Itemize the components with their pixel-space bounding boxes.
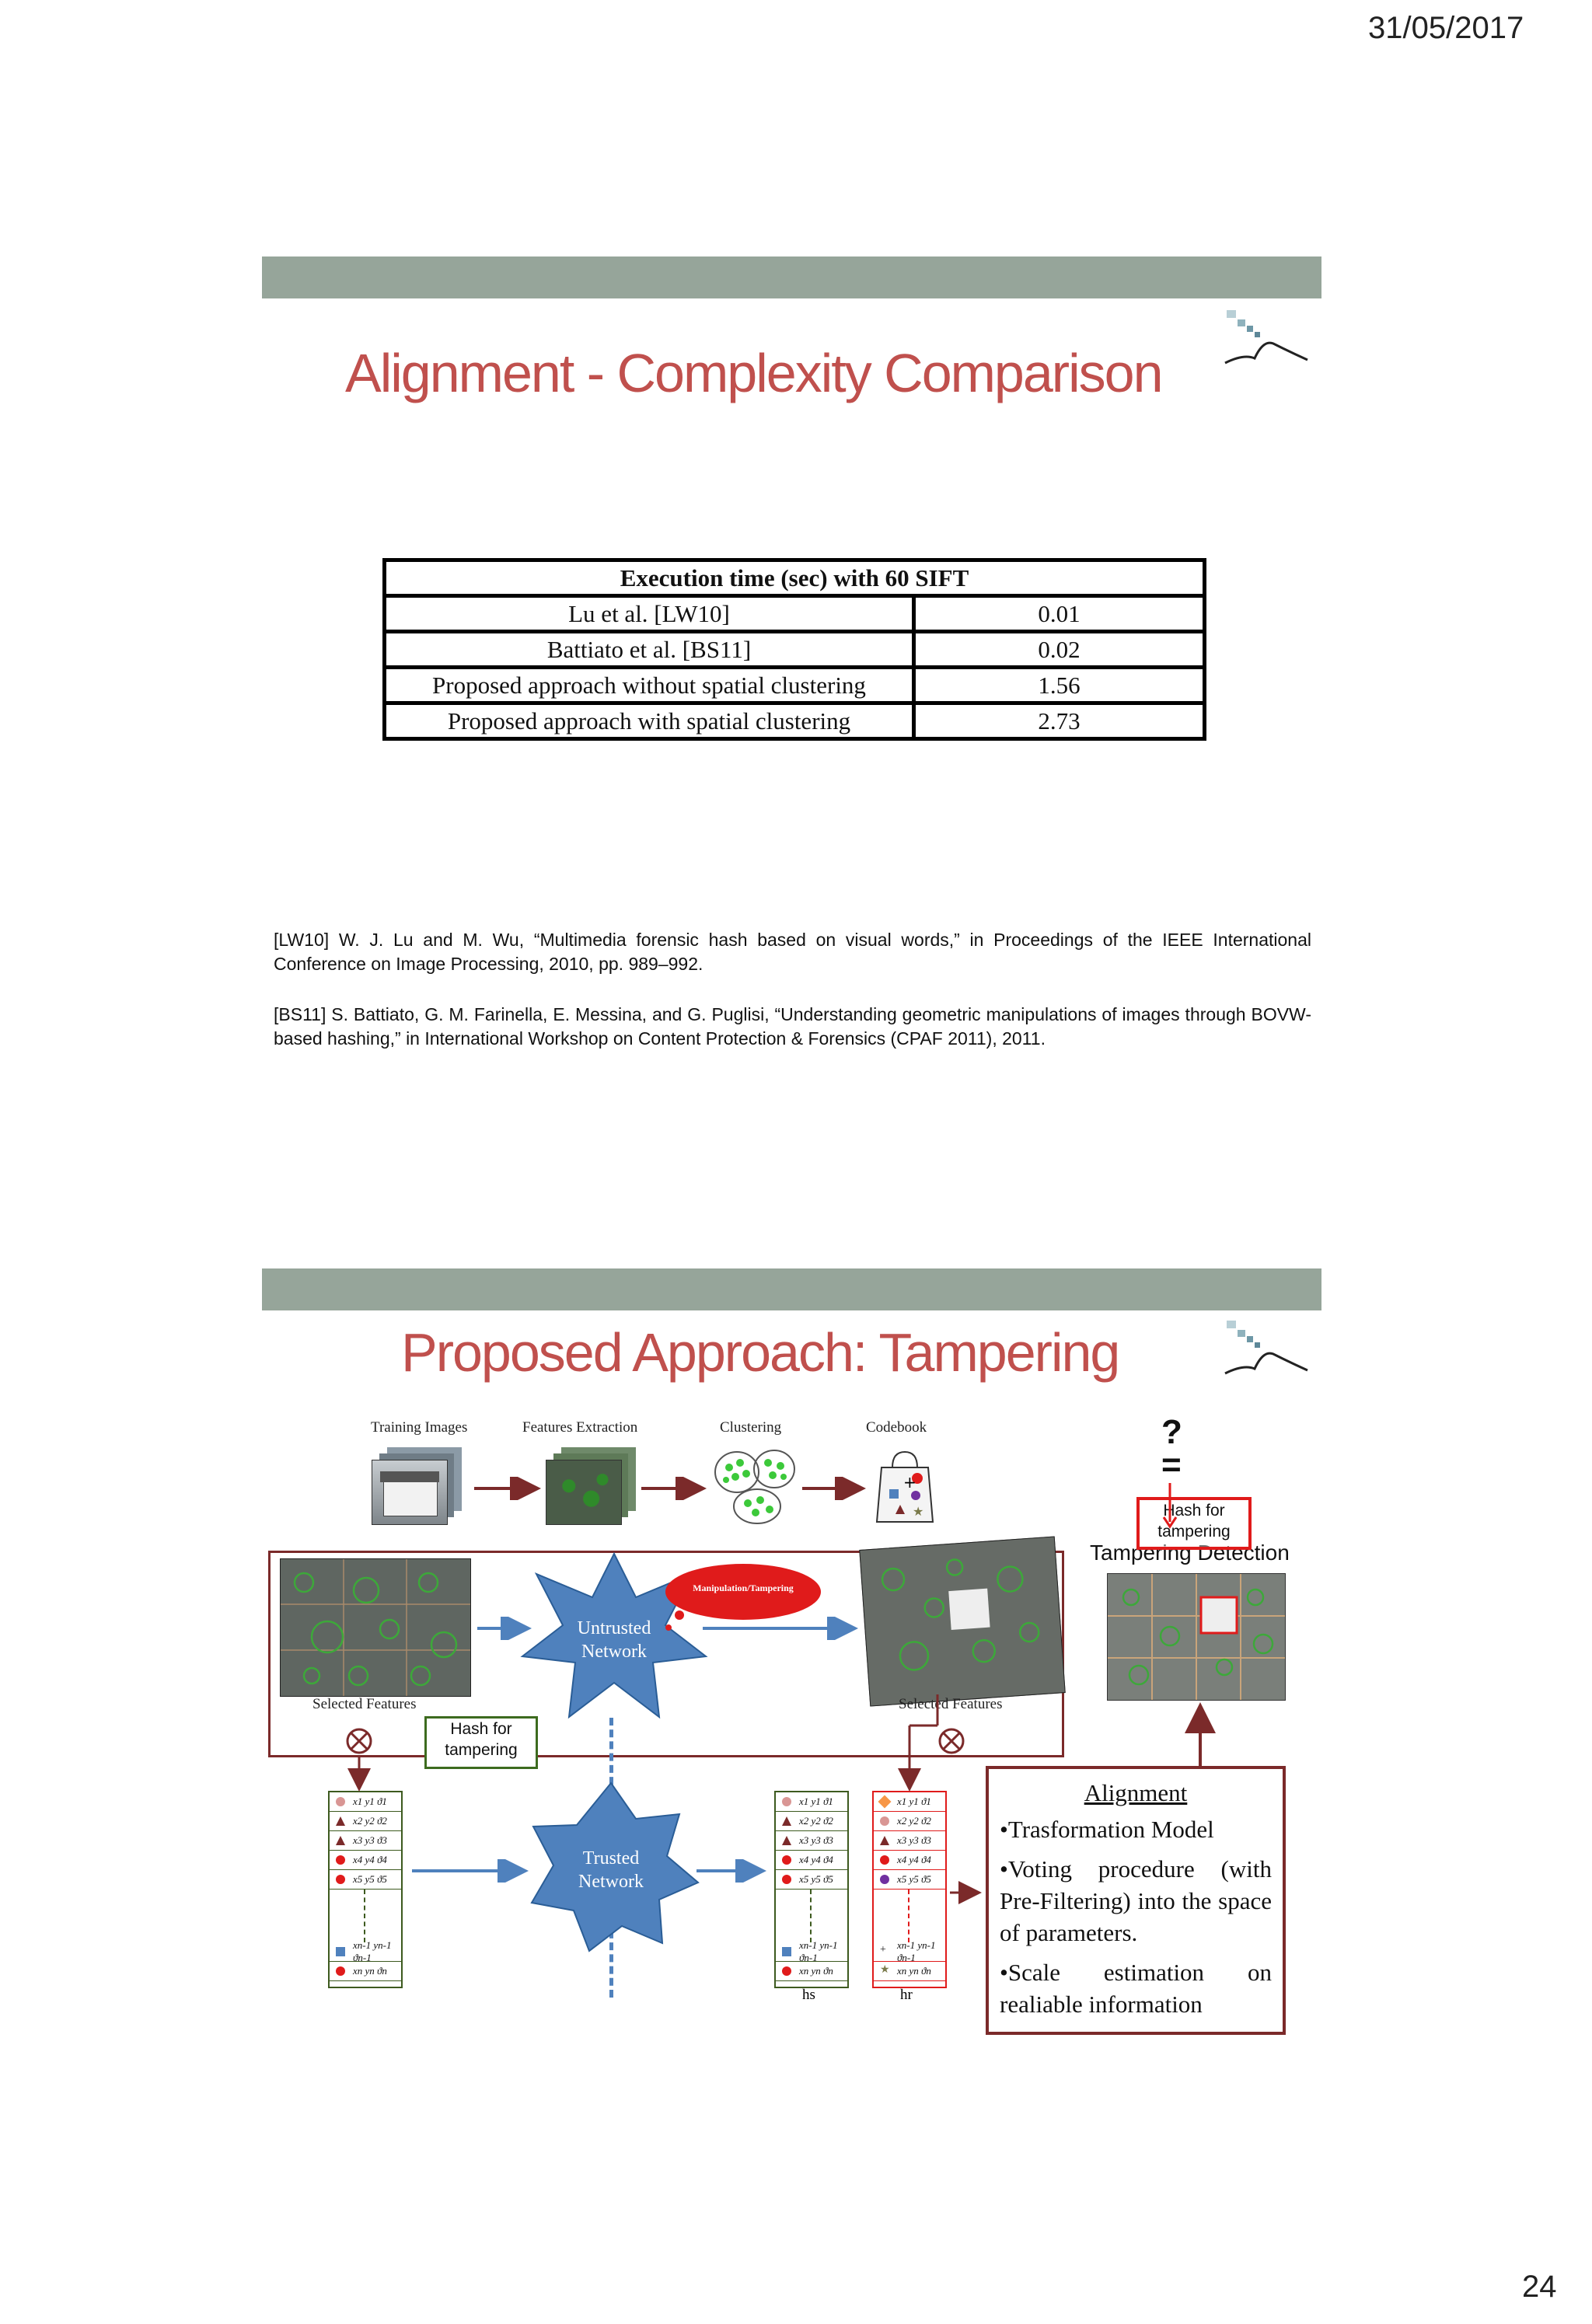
hash-column-hr: x1 y1 ϑ1 x2 y2 ϑ2 x3 y3 ϑ3 x4 y4 ϑ4 x5 y…	[872, 1791, 947, 1988]
list-item: x1 y1 ϑ1	[776, 1792, 847, 1812]
pipeline-arrows	[474, 1477, 866, 1500]
list-item: x4 y4 ϑ4	[776, 1851, 847, 1870]
hash-column-hs: x1 y1 ϑ1 x2 y2 ϑ2 x3 y3 ϑ3 x4 y4 ϑ4 x5 y…	[774, 1791, 849, 1988]
execution-time-table: Execution time (sec) with 60 SIFT Lu et …	[382, 558, 1206, 741]
slide2-title: Proposed Approach: Tampering	[401, 1322, 1120, 1383]
untrusted-network-label: Untrusted Network	[577, 1618, 651, 1662]
list-item: x5 y5 ϑ5	[330, 1870, 401, 1890]
slide1-top-bar	[262, 256, 1321, 298]
cloud-dot	[665, 1624, 672, 1631]
xor-right-icon	[938, 1728, 965, 1754]
hash-for-tampering-box: Hash for tampering	[424, 1716, 538, 1769]
list-item: +xn-1 yn-1 ϑn-1	[874, 1939, 945, 1963]
slide1-logo-icon	[1224, 310, 1308, 365]
table-header: Execution time (sec) with 60 SIFT	[382, 558, 1206, 598]
list-item: xn yn ϑn	[776, 1962, 847, 1981]
alignment-box: Alignment •Trasformation Model •Voting p…	[986, 1766, 1286, 2035]
features-image-icon	[546, 1460, 622, 1525]
label-hs: hs	[802, 1987, 815, 2003]
slide2-logo-icon	[1224, 1321, 1308, 1375]
arrow-to-alignment	[950, 1881, 982, 1904]
table-row: Proposed approach without spatial cluste…	[382, 665, 1206, 705]
list-item: x2 y2 ϑ2	[330, 1812, 401, 1831]
alignment-item: •Voting procedure (with Pre-Filtering) i…	[1000, 1855, 1272, 1946]
training-image-icon	[372, 1460, 448, 1525]
list-item: ★xn yn ϑn	[874, 1962, 945, 1981]
selected-features-right-image	[859, 1536, 1066, 1707]
list-item: x3 y3 ϑ3	[776, 1831, 847, 1851]
clustering-icon	[714, 1450, 795, 1524]
svg-text:★: ★	[913, 1504, 923, 1519]
table-row: Lu et al. [LW10] 0.01	[382, 594, 1206, 633]
table-row: Battiato et al. [BS11] 0.02	[382, 630, 1206, 669]
alignment-item: •Trasformation Model	[1000, 1816, 1214, 1843]
tampering-detection-image	[1107, 1573, 1286, 1701]
equals-sign: =	[1161, 1446, 1182, 1484]
list-item: x2 y2 ϑ2	[874, 1812, 945, 1831]
label-features-extraction: Features Extraction	[522, 1419, 638, 1436]
slide1-title: Alignment - Complexity Comparison	[345, 343, 1164, 403]
label-selected-features-right: Selected Features	[899, 1696, 1003, 1712]
list-item: x4 y4 ϑ4	[874, 1851, 945, 1870]
list-item: x1 y1 ϑ1	[874, 1792, 945, 1812]
manipulation-cloud	[665, 1564, 821, 1620]
selected-features-left-image	[280, 1558, 471, 1697]
blue-arrows-bottom	[412, 1859, 766, 1883]
manipulation-label: Manipulation/Tampering	[693, 1582, 794, 1593]
arrow-down-red	[1162, 1483, 1178, 1529]
tampering-detection-label: Tampering Detection	[1090, 1541, 1290, 1565]
alignment-item: •Scale estimation on realiable informati…	[1000, 1959, 1272, 2018]
label-codebook: Codebook	[866, 1419, 927, 1436]
trusted-network-star	[530, 1781, 700, 1952]
xor-left-icon	[346, 1728, 372, 1754]
label-hr: hr	[900, 1987, 913, 2003]
hash-column-left: x1 y1 ϑ1 x2 y2 ϑ2 x3 y3 ϑ3 x4 y4 ϑ4 x5 y…	[328, 1791, 403, 1988]
hash-for-tampering-red-box: Hash for tampering	[1136, 1497, 1252, 1550]
codebook-icon: + ★	[875, 1450, 934, 1523]
list-item: x2 y2 ϑ2	[776, 1812, 847, 1831]
page-number: 24	[1522, 2270, 1557, 2304]
list-item: x4 y4 ϑ4	[330, 1851, 401, 1870]
list-item: xn yn ϑn	[330, 1962, 401, 1981]
alignment-title: Alignment	[1084, 1779, 1188, 1806]
connector-lines	[347, 1694, 939, 1792]
slide2-top-bar	[262, 1268, 1321, 1310]
cloud-dot	[675, 1610, 684, 1620]
svg-text:+: +	[903, 1473, 916, 1492]
reference-bs11: [BS11] S. Battiato, G. M. Farinella, E. …	[274, 1004, 1311, 1049]
list-item: x3 y3 ϑ3	[330, 1831, 401, 1851]
list-item: xn-1 yn-1 ϑn-1	[776, 1939, 847, 1963]
reference-lw10: [LW10] W. J. Lu and M. Wu, “Multimedia f…	[274, 930, 1311, 974]
label-selected-features-left: Selected Features	[312, 1696, 417, 1712]
label-clustering: Clustering	[720, 1419, 782, 1436]
list-item: x3 y3 ϑ3	[874, 1831, 945, 1851]
diagram-frame	[268, 1551, 1064, 1757]
list-item: xn-1 yn-1 ϑn-1	[330, 1939, 401, 1963]
list-item: x5 y5 ϑ5	[874, 1870, 945, 1890]
label-training-images: Training Images	[371, 1419, 468, 1436]
page-date: 31/05/2017	[1368, 11, 1524, 45]
list-item: x1 y1 ϑ1	[330, 1792, 401, 1812]
question-mark: ?	[1161, 1413, 1182, 1451]
table-row: Proposed approach with spatial clusterin…	[382, 701, 1206, 741]
blue-arrows-top	[477, 1617, 858, 1640]
arrow-to-tampering-detection	[1185, 1702, 1216, 1766]
list-item: x5 y5 ϑ5	[776, 1870, 847, 1890]
trusted-network-label: Trusted Network	[578, 1848, 644, 1892]
